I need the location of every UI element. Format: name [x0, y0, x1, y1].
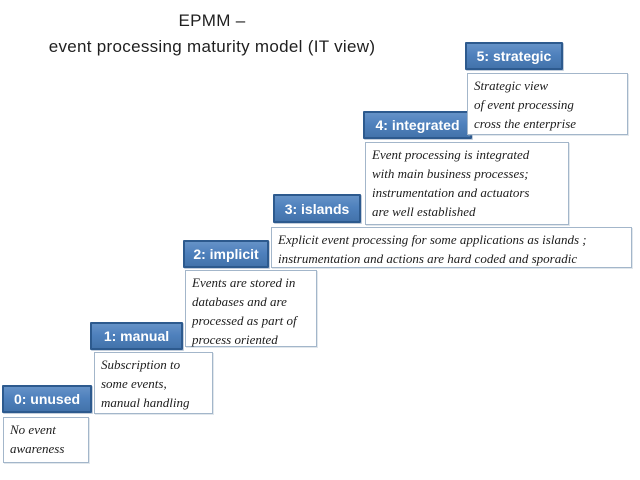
maturity-step-0-description: No event awareness — [3, 417, 89, 463]
maturity-step-1-description: Subscription to some events, manual hand… — [94, 352, 213, 414]
maturity-step-4-label: 4: integrated — [363, 111, 472, 139]
maturity-step-0-label: 0: unused — [2, 385, 92, 413]
maturity-step-1-label: 1: manual — [90, 322, 183, 350]
maturity-step-5-description: Strategic view of event processing cross… — [467, 73, 628, 135]
maturity-step-2-label: 2: implicit — [183, 240, 269, 268]
maturity-step-3-description: Explicit event processing for some appli… — [271, 227, 632, 268]
maturity-step-3-label: 3: islands — [273, 194, 361, 223]
page-title: EPMM – event processing maturity model (… — [0, 8, 424, 60]
maturity-step-4-description: Event processing is integrated with main… — [365, 142, 569, 225]
title-line-1: EPMM – — [178, 11, 246, 30]
maturity-step-2-description: Events are stored in databases and are p… — [185, 270, 317, 347]
title-line-2: event processing maturity model (IT view… — [48, 37, 376, 56]
maturity-step-5-label: 5: strategic — [465, 42, 563, 70]
